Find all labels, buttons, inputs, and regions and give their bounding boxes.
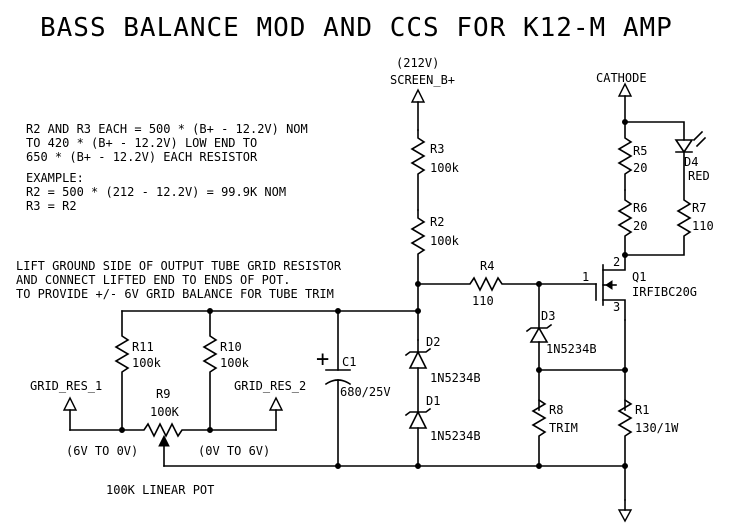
q1-value: IRFIBC20G (632, 285, 697, 299)
r3-resistor (410, 129, 426, 211)
r4-ref: R4 (480, 259, 494, 273)
r10-ref: R10 (220, 340, 242, 354)
d4-led (674, 139, 694, 154)
r9-ref: R9 (156, 387, 170, 401)
r5-value: 20 (633, 161, 647, 175)
junction-dot (536, 367, 542, 373)
r11-value: 100k (132, 356, 162, 370)
pot-note: 100K LINEAR POT (106, 483, 214, 497)
r9-pot (69, 422, 277, 438)
q1-arrow (605, 280, 613, 290)
r11-ref: R11 (132, 340, 154, 354)
q1-pin1: 1 (582, 270, 589, 284)
r4-value: 110 (472, 294, 494, 308)
ground-note: LIFT GROUND SIDE OF OUTPUT TUBE GRID RES… (16, 259, 342, 301)
r7-value: 110 (692, 219, 714, 233)
page-title: BASS BALANCE MOD AND CCS FOR K12-M AMP (40, 13, 673, 43)
r8-ref: R8 (549, 403, 563, 417)
d3-value: 1N5234B (546, 342, 597, 356)
r1-resistor (617, 398, 633, 501)
r6-ref: R6 (633, 201, 647, 215)
c1-ref: C1 (342, 355, 356, 369)
example-note: EXAMPLE: R2 = 500 * (212 - 12.2V) = 99.9… (26, 171, 286, 213)
r8-resistor (531, 398, 547, 467)
r7-ref: R7 (692, 201, 706, 215)
r9-value: 100K (150, 405, 180, 419)
wire (624, 121, 685, 141)
r2-ref: R2 (430, 215, 444, 229)
r10-value: 100k (220, 356, 250, 370)
junction-dot (415, 308, 421, 314)
r5-ref: R5 (633, 144, 647, 158)
light-arrow-icon (692, 130, 704, 142)
r6-resistor (617, 189, 633, 256)
d3-ref: D3 (541, 309, 555, 323)
r2-resistor (410, 209, 426, 341)
d1-ref: D1 (426, 394, 440, 408)
r9-wiper-arrow (158, 434, 170, 447)
q1-ref: Q1 (632, 270, 646, 284)
grid-res-1-port (62, 396, 78, 411)
note-line: AND CONNECT LIFTED END TO ENDS OF POT. (16, 273, 291, 287)
note-line: TO 420 * (B+ - 12.2V) LOW END TO (26, 136, 257, 150)
d2-value: 1N5234B (430, 371, 481, 385)
grid-res-1-label: GRID_RES_1 (30, 379, 102, 393)
junction-dot (622, 463, 628, 469)
junction-dot (415, 281, 421, 287)
junction-dot (536, 463, 542, 469)
r11-resistor (114, 310, 130, 431)
junction-dot (207, 427, 213, 433)
r3-ref: R3 (430, 142, 444, 156)
junction-dot (119, 427, 125, 433)
grid-res-2-port (268, 396, 284, 411)
junction-dot (622, 367, 628, 373)
note-line: R3 = R2 (26, 199, 77, 213)
q1-pin3: 3 (613, 300, 620, 314)
d1-zener (408, 410, 428, 429)
r8-value: TRIM (549, 421, 578, 435)
r6-value: 20 (633, 219, 647, 233)
q1-drain (602, 254, 626, 271)
junction-dot (335, 463, 341, 469)
q1-pin2: 2 (613, 255, 620, 269)
note-line: LIFT GROUND SIDE OF OUTPUT TUBE GRID RES… (16, 259, 342, 273)
r10-resistor (202, 310, 218, 431)
r7-resistor (624, 151, 692, 256)
d1-bar (404, 407, 432, 417)
formula-note: R2 AND R3 EACH = 500 * (B+ - 12.2V) NOM … (26, 122, 308, 164)
c1-value: 680/25V (340, 385, 391, 399)
note-line: R2 AND R3 EACH = 500 * (B+ - 12.2V) NOM (26, 122, 308, 136)
note-line: R2 = 500 * (212 - 12.2V) = 99.9K NOM (26, 185, 286, 199)
note-line: 650 * (B+ - 12.2V) EACH RESISTOR (26, 150, 258, 164)
note-line: TO PROVIDE +/- 6V GRID BALANCE FOR TUBE … (16, 287, 334, 301)
r1-ref: R1 (635, 403, 649, 417)
screen-voltage-label: (212V) (396, 56, 439, 70)
r1-value: 130/1W (635, 421, 679, 435)
r4-resistor (417, 276, 597, 292)
d2-ref: D2 (426, 335, 440, 349)
d3-bar (525, 323, 553, 333)
screen-port-arrow (410, 88, 426, 103)
grid-res-2-label: GRID_RES_2 (234, 379, 306, 393)
r3-value: 100k (430, 161, 460, 175)
d4-ref: D4 (684, 155, 698, 169)
d2-zener (408, 350, 428, 369)
cathode-port-arrow (617, 82, 633, 97)
cathode-net-label: CATHODE (596, 71, 647, 85)
screen-net-label: SCREEN_B+ (390, 73, 455, 87)
note-line: EXAMPLE: (26, 171, 84, 185)
range-1-label: (6V TO 0V) (66, 444, 138, 458)
d3-zener (529, 326, 549, 343)
r2-value: 100k (430, 234, 460, 248)
q1-source (602, 299, 626, 321)
d4-value: RED (688, 169, 710, 183)
r5-resistor (617, 121, 633, 191)
ground-icon (617, 509, 633, 523)
range-2-label: (0V TO 6V) (198, 444, 270, 458)
c1-polarity: + (316, 347, 329, 372)
light-arrow-icon (695, 136, 707, 148)
d1-value: 1N5234B (430, 429, 481, 443)
